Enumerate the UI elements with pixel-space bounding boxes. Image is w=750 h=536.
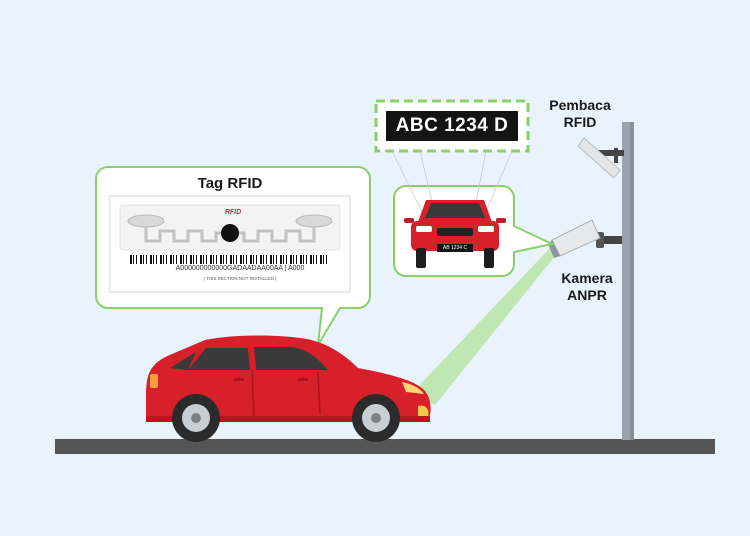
barcode-stripe bbox=[280, 255, 282, 264]
barcode-stripe bbox=[313, 255, 314, 264]
barcode-stripe bbox=[290, 255, 292, 264]
barcode-stripe bbox=[223, 255, 224, 264]
rfid-tag-label: Tag RFID bbox=[197, 175, 263, 192]
rfid-tag-code: A000000000000GADAADAA00AA | A000 bbox=[175, 265, 305, 272]
barcode-stripe bbox=[323, 255, 324, 264]
barcode-stripe bbox=[270, 255, 272, 264]
barcode-stripe bbox=[266, 255, 267, 264]
car-side-icon bbox=[146, 335, 431, 442]
barcode-stripe bbox=[213, 255, 214, 264]
rfid-tag-note: ( THIS SECTION NOT INSTALLED ) bbox=[203, 276, 277, 281]
rfid-reader-label-line2: RFID bbox=[563, 113, 597, 130]
barcode-stripe bbox=[253, 255, 254, 264]
car-front-icon bbox=[404, 200, 506, 268]
barcode-stripe bbox=[146, 255, 147, 264]
barcode-stripe bbox=[320, 255, 322, 264]
pole-shadow bbox=[630, 122, 634, 440]
barcode-stripe bbox=[236, 255, 237, 264]
anpr-camera-label: Kamera ANPR bbox=[545, 270, 629, 304]
barcode-stripe bbox=[210, 255, 212, 264]
license-plate-small: AB 1234 C bbox=[437, 244, 473, 252]
barcode-stripe bbox=[276, 255, 277, 264]
barcode-stripe bbox=[273, 255, 274, 264]
antenna-left bbox=[127, 214, 165, 228]
barcode-stripe bbox=[173, 255, 174, 264]
barcode-stripe bbox=[260, 255, 262, 264]
barcode-stripe bbox=[206, 255, 207, 264]
barcode-stripe bbox=[186, 255, 187, 264]
rfid-brand-logo: RFID bbox=[224, 209, 242, 216]
barcode-stripe bbox=[143, 255, 144, 264]
barcode-stripe bbox=[133, 255, 134, 264]
barcode-stripe bbox=[160, 255, 162, 264]
barcode-stripe bbox=[326, 255, 327, 264]
barcode-stripe bbox=[263, 255, 264, 264]
barcode-stripe bbox=[180, 255, 182, 264]
barcode-stripe bbox=[250, 255, 252, 264]
barcode-stripe bbox=[136, 255, 137, 264]
barcode-stripe bbox=[310, 255, 312, 264]
barcode-stripe bbox=[196, 255, 197, 264]
barcode-stripe bbox=[293, 255, 294, 264]
anpr-camera-label-line1: Kamera bbox=[561, 270, 613, 286]
barcode-stripe bbox=[163, 255, 164, 264]
barcode-stripe bbox=[243, 255, 244, 264]
barcode-stripe bbox=[200, 255, 202, 264]
barcode-stripe bbox=[246, 255, 247, 264]
barcode-stripe bbox=[190, 255, 192, 264]
rfid-reader-icon bbox=[577, 137, 624, 179]
rfid-reader-label: Pembaca RFID bbox=[538, 97, 622, 131]
barcode-stripe bbox=[176, 255, 177, 264]
rfid-reader-label-line1: Pembaca bbox=[549, 97, 611, 113]
road bbox=[55, 439, 715, 454]
barcode bbox=[130, 255, 327, 264]
barcode-stripe bbox=[150, 255, 152, 264]
barcode-stripe bbox=[230, 255, 232, 264]
barcode-stripe bbox=[316, 255, 317, 264]
barcode-stripe bbox=[233, 255, 234, 264]
barcode-stripe bbox=[220, 255, 222, 264]
barcode-stripe bbox=[156, 255, 157, 264]
barcode-stripe bbox=[240, 255, 242, 264]
barcode-stripe bbox=[140, 255, 142, 264]
barcode-stripe bbox=[203, 255, 204, 264]
anpr-camera-label-line2: ANPR bbox=[567, 286, 607, 303]
plate-callout bbox=[374, 99, 556, 277]
barcode-stripe bbox=[256, 255, 257, 264]
barcode-stripe bbox=[303, 255, 304, 264]
barcode-stripe bbox=[153, 255, 154, 264]
anpr-camera-icon bbox=[548, 219, 622, 258]
barcode-stripe bbox=[300, 255, 302, 264]
camera-beam bbox=[412, 240, 568, 405]
barcode-stripe bbox=[130, 255, 132, 264]
barcode-stripe bbox=[193, 255, 194, 264]
barcode-stripe bbox=[306, 255, 307, 264]
barcode-stripe bbox=[166, 255, 167, 264]
chip bbox=[221, 224, 239, 242]
barcode-stripe bbox=[296, 255, 297, 264]
barcode-stripe bbox=[170, 255, 172, 264]
rfid-tag-callout bbox=[95, 166, 371, 346]
barcode-stripe bbox=[283, 255, 284, 264]
barcode-stripe bbox=[286, 255, 287, 264]
license-plate-large: ABC 1234 D bbox=[386, 111, 518, 141]
barcode-stripe bbox=[216, 255, 217, 264]
barcode-stripe bbox=[183, 255, 184, 264]
antenna-right bbox=[295, 214, 333, 228]
barcode-stripe bbox=[226, 255, 227, 264]
